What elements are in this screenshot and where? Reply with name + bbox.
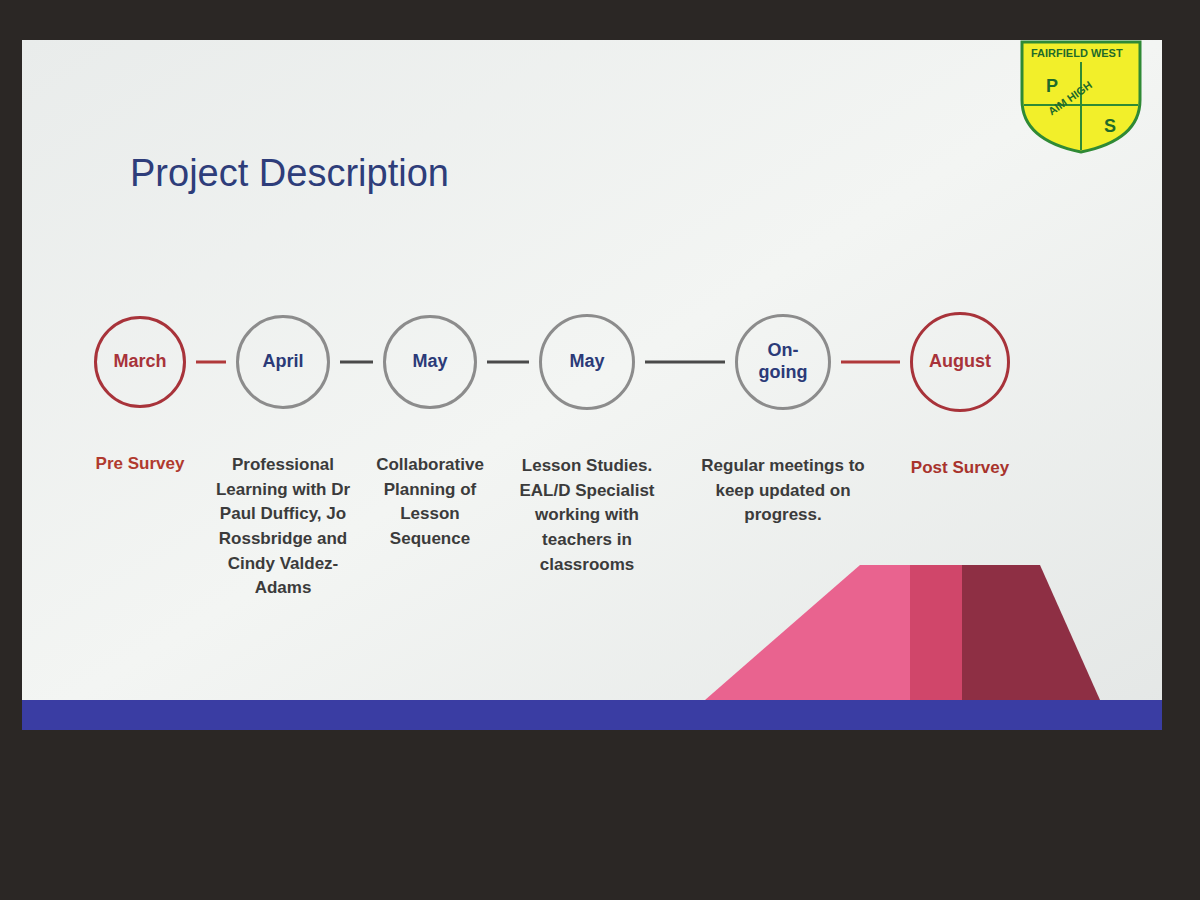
decor-shape bbox=[962, 565, 1100, 700]
step-description: Post Survey bbox=[890, 456, 1030, 481]
logo-shield bbox=[1022, 42, 1140, 152]
timeline-circle: On- going bbox=[735, 314, 831, 410]
logo-text: P bbox=[1046, 76, 1058, 97]
timeline-node: AprilProfessional Learning with Dr Paul … bbox=[213, 315, 353, 601]
timeline-connector bbox=[487, 361, 529, 364]
step-description: Lesson Studies. EAL/D Specialist working… bbox=[502, 454, 672, 577]
logo-text: FAIRFIELD WEST bbox=[1031, 47, 1123, 59]
decor-shape bbox=[705, 565, 910, 700]
step-description: Pre Survey bbox=[75, 452, 205, 477]
decor-shape bbox=[910, 565, 962, 700]
timeline-circle: May bbox=[539, 314, 635, 410]
timeline-circle: August bbox=[910, 312, 1010, 412]
month-label: May bbox=[412, 351, 447, 373]
timeline-circle: April bbox=[236, 315, 330, 409]
step-description: Collaborative Planning of Lesson Sequenc… bbox=[360, 453, 500, 552]
timeline-node: MayCollaborative Planning of Lesson Sequ… bbox=[360, 315, 500, 552]
slide-title: Project Description bbox=[130, 152, 449, 195]
timeline-connector bbox=[645, 361, 725, 364]
logo-divider bbox=[1024, 104, 1138, 106]
timeline-circle: May bbox=[383, 315, 477, 409]
timeline-node: MarchPre Survey bbox=[75, 316, 205, 477]
step-description: Regular meetings to keep updated on prog… bbox=[693, 454, 873, 528]
month-label: March bbox=[113, 351, 166, 373]
timeline-connector bbox=[340, 361, 373, 364]
timeline-circle: March bbox=[94, 316, 186, 408]
timeline-connector bbox=[841, 361, 900, 364]
timeline-connector bbox=[196, 361, 226, 364]
month-label: August bbox=[929, 351, 991, 373]
month-label: April bbox=[262, 351, 303, 373]
step-description: Professional Learning with Dr Paul Duffi… bbox=[213, 453, 353, 601]
slide-panel bbox=[22, 40, 1162, 730]
timeline-node: AugustPost Survey bbox=[890, 312, 1030, 481]
timeline-node: On- goingRegular meetings to keep update… bbox=[693, 314, 873, 528]
timeline-node: MayLesson Studies. EAL/D Specialist work… bbox=[502, 314, 672, 577]
logo-text: S bbox=[1104, 116, 1116, 137]
month-label: May bbox=[569, 351, 604, 373]
month-label: On- going bbox=[751, 340, 815, 383]
footer-band bbox=[22, 700, 1162, 730]
